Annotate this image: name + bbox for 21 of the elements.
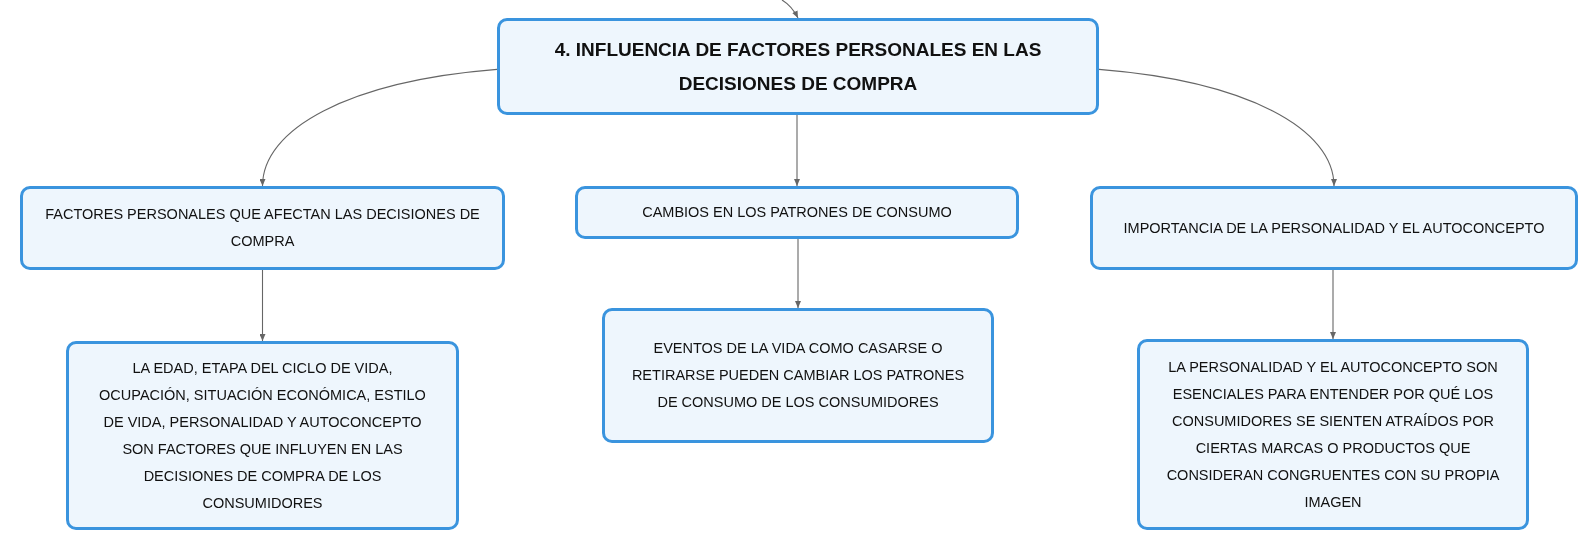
topic-box bbox=[66, 341, 459, 530]
connector-arrow bbox=[260, 68, 498, 187]
topic-text: IMPORTANCIA DE LA PERSONALIDAD Y EL AUTOCONCEPTO bbox=[1123, 218, 1545, 238]
topic-text: FACTORES PERSONALES QUE AFECTAN LAS DECISIONES DE COMPRA bbox=[44, 205, 481, 251]
connector-arrow bbox=[795, 238, 801, 309]
main-topic-box bbox=[497, 18, 1099, 115]
topic-box bbox=[1090, 186, 1578, 270]
connector-arrow bbox=[1098, 68, 1337, 187]
topic-box bbox=[575, 186, 1019, 239]
topic-box bbox=[1137, 339, 1529, 530]
connector-arrow bbox=[1330, 269, 1336, 340]
topic-box bbox=[602, 308, 994, 443]
connector-arrow bbox=[794, 114, 800, 187]
connector-arrow bbox=[781, 0, 799, 19]
topic-text: LA EDAD, ETAPA DEL CICLO DE VIDA, OCUPACIÓN, SITUACIÓN ECONÓMICA, ESTILO DE VIDA, PERSONALIDAD Y AUTOCONCEPTO SON FACTORES QUE INFLUYEN EN LAS DECISIONES DE COMPRA DE LOS CONSUMIDORES bbox=[98, 358, 427, 513]
topic-text: LA PERSONALIDAD Y EL AUTOCONCEPTO SON ESENCIALES PARA ENTENDER POR QUÉ LOS CONSUMIDORES SE SIENTEN ATRAÍDOS POR CIERTAS MARCAS O PRODUCTOS QUE CONSIDERAN CONGRUENTES CON SU PROPIA IMAGEN bbox=[1165, 357, 1501, 512]
topic-text: EVENTOS DE LA VIDA COMO CASARSE O RETIRARSE PUEDEN CAMBIAR LOS PATRONES DE CONSUMO DE LOS CONSUMIDORES bbox=[630, 339, 966, 412]
topic-box bbox=[20, 186, 505, 270]
topic-text: CAMBIOS EN LOS PATRONES DE CONSUMO bbox=[642, 203, 952, 222]
topic-title: 4. INFLUENCIA DE FACTORES PERSONALES EN LAS DECISIONES DE COMPRA bbox=[553, 37, 1043, 96]
connector-arrow bbox=[259, 269, 266, 342]
